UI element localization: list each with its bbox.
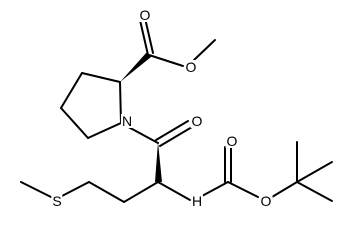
bond-ester-co-b bbox=[144, 17, 154, 54]
bond-o-tbu bbox=[271, 181, 298, 198]
bond-ring-2 bbox=[60, 72, 83, 109]
bond-ester-co-a bbox=[139, 19, 149, 56]
bond-ring-4 bbox=[87, 122, 122, 139]
bond-s-methyl bbox=[20, 181, 52, 198]
bond-ester-methyl bbox=[193, 39, 216, 61]
atom-o-amide: O bbox=[190, 113, 204, 129]
bond-alpha-nh bbox=[157, 181, 191, 201]
atom-o-ester: O bbox=[184, 59, 198, 75]
bond-ester-co-single bbox=[148, 54, 184, 67]
bond-carbamate-o bbox=[227, 181, 259, 198]
bond-ring-5 bbox=[119, 81, 122, 124]
bond-amide-co-a bbox=[155, 120, 189, 141]
molecule-diagram: O O N O S H O O bbox=[20, 7, 333, 209]
atom-n-ring: N bbox=[120, 113, 134, 129]
bond-alpha-cb bbox=[123, 181, 159, 203]
bond-ring-3 bbox=[60, 107, 89, 139]
bond-ring-1 bbox=[81, 72, 121, 83]
atom-o-carbonyl-ester: O bbox=[138, 7, 152, 23]
bond-tbu-downright bbox=[296, 181, 333, 202]
bond-amide-co-b bbox=[159, 126, 193, 147]
bond-layer bbox=[20, 17, 333, 203]
bond-cg-s bbox=[59, 181, 90, 198]
bond-tbu-upright bbox=[296, 161, 333, 183]
atom-o-carbamate: O bbox=[259, 193, 273, 209]
bond-nh-carbamate bbox=[201, 181, 229, 197]
atom-o-carbamate-carbonyl: O bbox=[225, 133, 239, 149]
wedge-bond-ester bbox=[120, 52, 151, 82]
atom-h-amine: H bbox=[190, 193, 204, 209]
atom-s-thioether: S bbox=[51, 193, 63, 209]
wedge-bond-alpha bbox=[155, 142, 162, 182]
bond-cb-cg bbox=[88, 181, 125, 203]
